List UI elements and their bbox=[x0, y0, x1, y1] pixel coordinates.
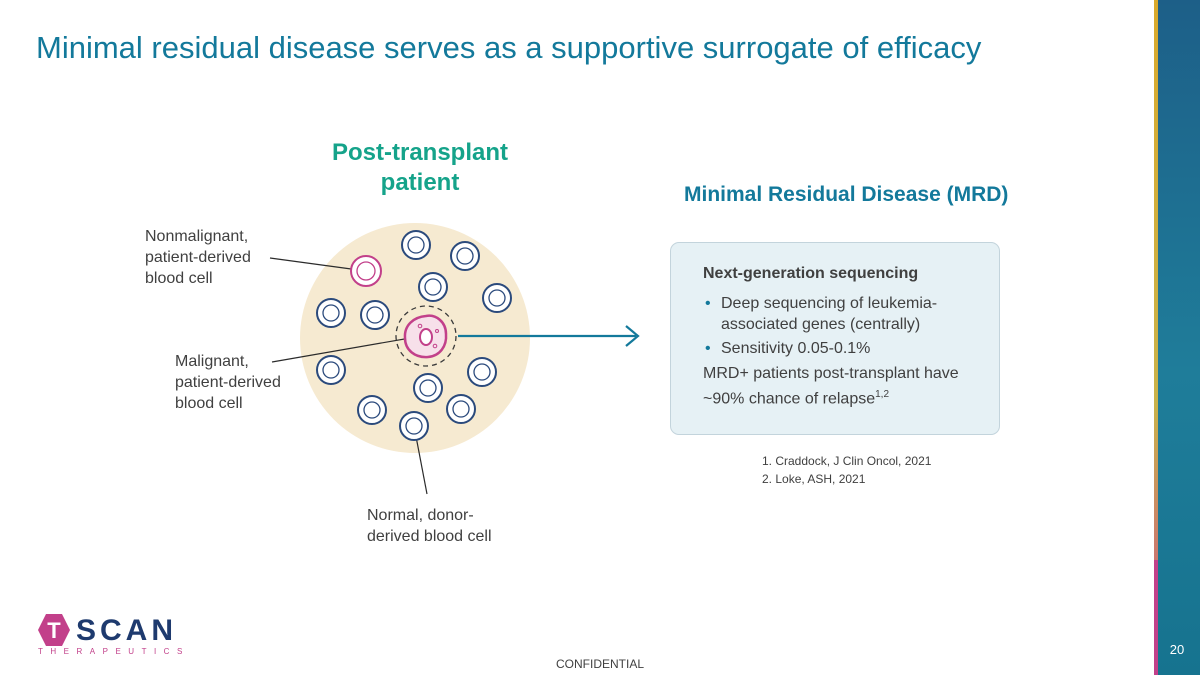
reference-item: 1. Craddock, J Clin Oncol, 2021 bbox=[762, 454, 932, 468]
page-number: 20 bbox=[1169, 642, 1185, 657]
mrd-relapse-note: MRD+ patients post-transplant have ~90% … bbox=[703, 363, 993, 409]
mrd-relapse-text: MRD+ patients post-transplant have ~90% … bbox=[703, 365, 959, 408]
normal-cell bbox=[357, 395, 387, 425]
reference-item: 2. Loke, ASH, 2021 bbox=[762, 472, 866, 486]
malignant-cell bbox=[395, 305, 457, 367]
logo-hexagon-icon: T bbox=[38, 614, 70, 646]
mrd-bullet: Deep sequencing of leukemia-associated g… bbox=[703, 293, 993, 335]
mrd-arrow-head bbox=[625, 325, 640, 347]
normal-cell bbox=[446, 394, 476, 424]
logo-letter: T bbox=[47, 618, 61, 643]
tscan-logo: T SCAN THERAPEUTICS bbox=[36, 612, 182, 662]
logo-subtext: THERAPEUTICS bbox=[38, 647, 190, 656]
blood-cell-diagram bbox=[269, 223, 640, 495]
normal-cell bbox=[316, 355, 346, 385]
mrd-info-box: Next-generation sequencing Deep sequenci… bbox=[670, 242, 1000, 435]
normal-cell-label: Normal, donor- derived blood cell bbox=[367, 507, 492, 545]
mrd-bullet: Sensitivity 0.05-0.1% bbox=[703, 338, 993, 359]
mrd-title: Minimal Residual Disease (MRD) bbox=[684, 183, 1009, 206]
side-bar-gold-stripe bbox=[1154, 0, 1158, 675]
normal-cell bbox=[418, 272, 448, 302]
normal-cell bbox=[399, 411, 429, 441]
nonmalignant-cell-label: Nonmalignant, patient-derived blood cell bbox=[145, 228, 251, 287]
logo-wordmark: SCAN bbox=[76, 614, 178, 647]
confidential-footer: CONFIDENTIAL bbox=[555, 657, 644, 671]
mrd-bullet-list: Deep sequencing of leukemia-associated g… bbox=[703, 293, 993, 362]
normal-cells bbox=[316, 230, 512, 441]
side-accent-bar bbox=[1154, 0, 1200, 675]
normal-cell bbox=[450, 241, 480, 271]
mrd-reference-superscript: 1,2 bbox=[875, 389, 890, 400]
references-list: 1. Craddock, J Clin Oncol, 2021 2. Loke,… bbox=[762, 452, 931, 488]
normal-cell bbox=[360, 300, 390, 330]
side-bar-pink-stripe bbox=[1154, 560, 1158, 675]
normal-cell bbox=[401, 230, 431, 260]
diagram-title: Post-transplant patient bbox=[331, 139, 508, 196]
side-bar-teal-panel bbox=[1158, 0, 1200, 675]
mrd-box-heading: Next-generation sequencing bbox=[703, 265, 919, 282]
nonmalignant-leader-line bbox=[269, 257, 367, 272]
malignant-leader-line bbox=[271, 336, 417, 363]
normal-cell bbox=[482, 283, 512, 313]
nonmalignant-cell bbox=[350, 255, 382, 287]
slide-title: Minimal residual disease serves as a sup… bbox=[36, 30, 982, 65]
malignant-cell-label: Malignant, patient-derived blood cell bbox=[175, 353, 281, 412]
normal-cell bbox=[413, 373, 443, 403]
normal-cell bbox=[467, 357, 497, 387]
normal-cell bbox=[316, 298, 346, 328]
